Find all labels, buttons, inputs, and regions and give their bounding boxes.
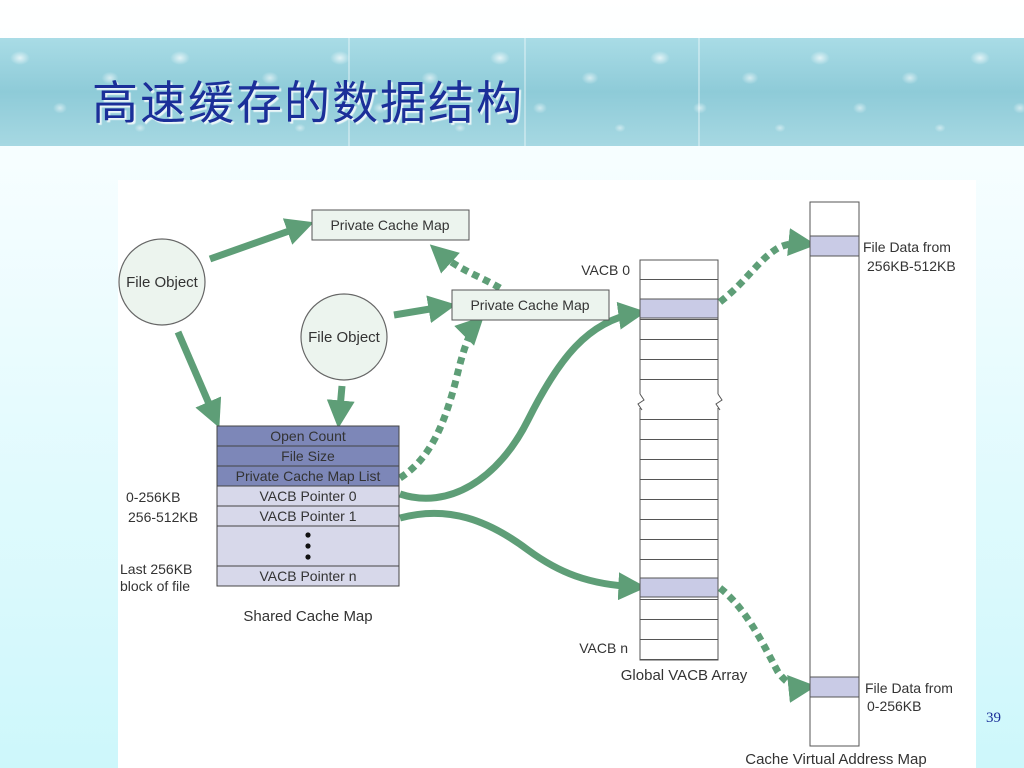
cache-virtual-address-map: File Data from 256KB-512KB File Data fro…: [745, 201, 956, 768]
dashed-slot-to-lower-data: [717, 585, 817, 703]
address-map-block-upper: [809, 235, 860, 257]
vacb-slot-highlight-upper: [639, 298, 719, 319]
vacb-slot-highlight-lower: [639, 577, 719, 598]
banner-seam: [524, 38, 526, 146]
banner-seam: [348, 38, 350, 146]
field-file-size-label: File Size: [281, 448, 335, 464]
vacb-0-label: VACB 0: [581, 262, 630, 278]
private-cache-map-1: Private Cache Map: [311, 209, 470, 241]
shared-cache-map: Open Count File Size Private Cache Map L…: [216, 425, 400, 625]
slide-title: 高速缓存的数据结构: [92, 76, 524, 130]
lower-data-label-2: 0-256KB: [867, 698, 921, 714]
banner-seam: [698, 38, 700, 146]
dashed-slot-to-upper-data: [717, 228, 817, 305]
private-cache-map-2-label: Private Cache Map: [470, 297, 589, 313]
ellipsis-dot: [305, 532, 311, 538]
vacb-array-break: [638, 394, 720, 408]
arrow-file2-to-shared: [326, 385, 355, 429]
file-object-1: File Object: [118, 238, 206, 326]
cache-virtual-address-map-caption: Cache Virtual Address Map: [745, 751, 927, 768]
cache-structure-diagram: File Object File Object Private Cache Ma…: [118, 180, 976, 768]
page-number: 39: [986, 710, 1001, 726]
block-range-labels: 0-256KB 256-512KB Last 256KB block of fi…: [120, 489, 198, 594]
range-label-0-256kb: 0-256KB: [126, 489, 180, 505]
dashed-arrows: [398, 228, 817, 703]
upper-data-label-1: File Data from: [863, 239, 951, 255]
global-vacb-array: VACB 0 VACB n Global VACB Array: [579, 259, 748, 684]
solid-arrows: [174, 218, 647, 601]
field-vacb-pointer-n: [216, 565, 400, 587]
arrow-file1-to-pcm1: [208, 218, 314, 263]
file-object-1-label: File Object: [126, 274, 199, 291]
ellipsis-dot: [305, 543, 311, 549]
file-object-2-label: File Object: [308, 329, 381, 346]
arrow-vacb0-to-slot: [398, 301, 647, 502]
upper-data-label-2: 256KB-512KB: [867, 258, 956, 274]
shared-cache-map-caption: Shared Cache Map: [243, 608, 372, 625]
range-label-256-512kb: 256-512KB: [128, 509, 198, 525]
address-map-block-lower: [809, 676, 860, 698]
field-open-count-label: Open Count: [270, 428, 346, 444]
dashed-list-to-pcm2: [398, 316, 484, 481]
file-object-2: File Object: [300, 293, 388, 381]
vacb-n-label: VACB n: [579, 640, 628, 656]
range-label-last-256kb: Last 256KB: [120, 561, 192, 577]
global-vacb-array-caption: Global VACB Array: [621, 667, 748, 684]
break-marks: [637, 393, 723, 411]
ellipsis-dot: [305, 554, 311, 560]
field-private-cache-map-list-label: Private Cache Map List: [236, 468, 381, 484]
private-cache-map-2: Private Cache Map: [451, 289, 610, 321]
field-vacb-pointer-n-label: VACB Pointer n: [259, 568, 356, 584]
dashed-pcm-link: [429, 244, 502, 292]
diagram-canvas: File Object File Object Private Cache Ma…: [118, 201, 956, 768]
title-banner: [0, 38, 1024, 146]
field-vacb-pointer-0-label: VACB Pointer 0: [259, 488, 356, 504]
arrow-file1-to-shared: [174, 330, 222, 428]
lower-data-label-1: File Data from: [865, 680, 953, 696]
private-cache-map-1-label: Private Cache Map: [330, 217, 449, 233]
field-vacb-pointer-1-label: VACB Pointer 1: [259, 508, 356, 524]
arrow-file2-to-pcm2: [393, 295, 457, 324]
arrow-vacb1-to-slot: [399, 509, 647, 601]
range-label-block-of-file: block of file: [120, 578, 190, 594]
